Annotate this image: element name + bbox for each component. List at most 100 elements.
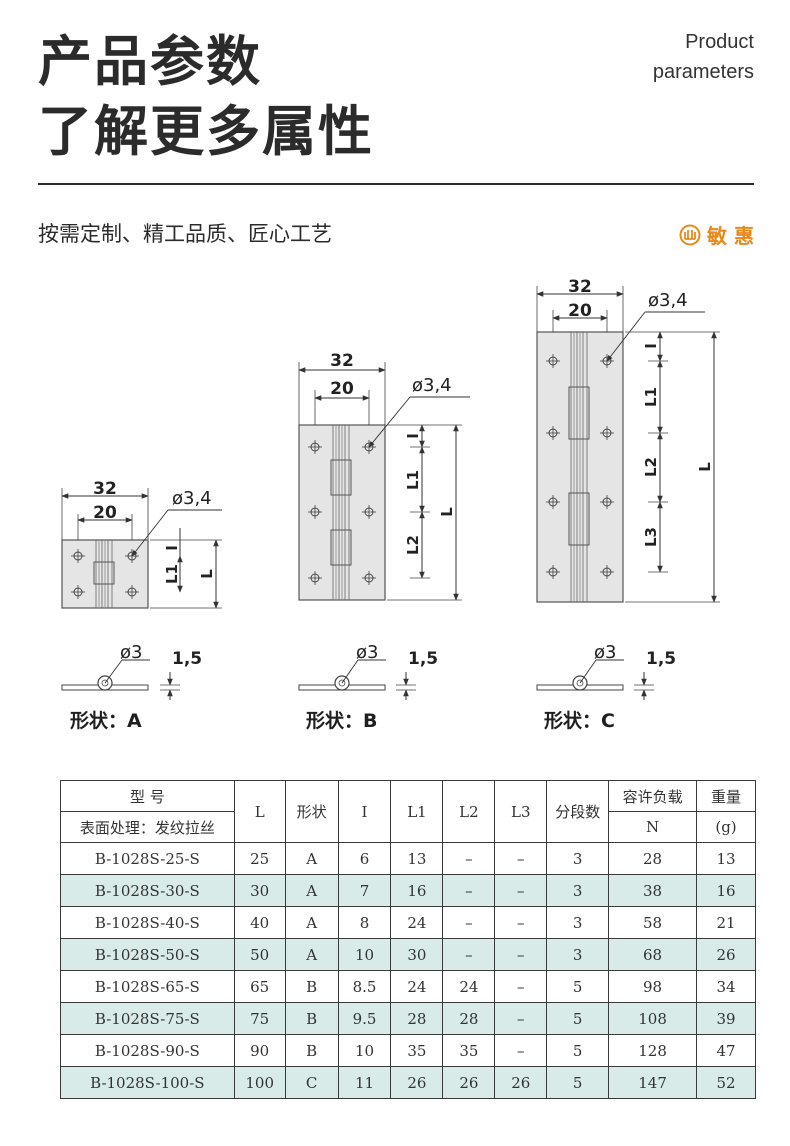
- pin-callout-c: ø3: [594, 642, 616, 663]
- cell-l2: –: [442, 906, 496, 939]
- cell-segments: 5: [546, 970, 610, 1003]
- cell-load: 28: [608, 842, 697, 875]
- drawing-shape-a: 32 20 ø3,4 I L1 L: [61, 479, 222, 609]
- header-l1: L1: [390, 780, 444, 843]
- side-view-a: ø3 1,5: [61, 642, 202, 700]
- cell-l3: –: [494, 1002, 548, 1035]
- cell-l1: 30: [390, 938, 444, 971]
- header-weight-unit: (g): [696, 811, 756, 843]
- tagline: 按需定制、精工品质、匠心工艺: [38, 222, 332, 246]
- page-title-line2: 了解更多属性: [38, 100, 374, 163]
- cell-segments: 5: [546, 1002, 610, 1035]
- cell-load: 147: [608, 1066, 697, 1099]
- dim-l-c: L: [696, 462, 714, 472]
- cell-load: 98: [608, 970, 697, 1003]
- cell-i: 9.5: [337, 1002, 392, 1035]
- cell-l1: 16: [390, 874, 444, 907]
- cell-l: 100: [233, 1066, 286, 1099]
- cell-weight: 13: [696, 842, 756, 875]
- cell-i: 10: [337, 1034, 392, 1067]
- hole-callout-c: ø3,4: [648, 290, 688, 311]
- cell-i: 6: [337, 842, 392, 875]
- thickness-b: 1,5: [408, 649, 438, 669]
- dim-l2-c: L2: [642, 457, 660, 477]
- cell-l2: 35: [442, 1034, 496, 1067]
- drawing-shape-c: 32 20 ø3,4 I L1 L2 L3 L: [536, 277, 720, 603]
- page-title-line1: 产品参数: [38, 30, 262, 93]
- header-load: 容许负载: [608, 780, 697, 812]
- cell-segments: 3: [546, 938, 610, 971]
- cell-l2: 24: [442, 970, 496, 1003]
- cell-shape: A: [284, 906, 339, 939]
- cell-load: 58: [608, 906, 697, 939]
- dim-width-outer-a: 32: [93, 479, 117, 499]
- dim-l-a: L: [198, 569, 216, 579]
- thickness-c: 1,5: [646, 649, 676, 669]
- english-title-line2: parameters: [652, 61, 754, 83]
- cell-l1: 24: [390, 906, 444, 939]
- cell-l2: –: [442, 842, 496, 875]
- cell-l: 90: [233, 1034, 286, 1067]
- dim-l1-c: L1: [642, 387, 660, 407]
- header-l2: L2: [442, 780, 496, 843]
- dim-l3-c: L3: [642, 527, 660, 547]
- table-header-row-2: 表面处理：发纹拉丝 N (g): [60, 811, 756, 843]
- header-i: I: [337, 780, 392, 843]
- dim-i-b: I: [404, 433, 422, 439]
- cell-segments: 5: [546, 1066, 610, 1099]
- dim-width-inner-a: 20: [93, 503, 117, 523]
- cell-weight: 21: [696, 906, 756, 939]
- cell-model: B-1028S-40-S: [60, 906, 235, 939]
- cell-l3: –: [494, 938, 548, 971]
- cell-model: B-1028S-50-S: [60, 938, 235, 971]
- cell-i: 8: [337, 906, 392, 939]
- dim-width-outer-b: 32: [330, 351, 354, 371]
- cell-l3: –: [494, 874, 548, 907]
- cell-segments: 3: [546, 906, 610, 939]
- spec-table: 型 号 L 形状 I L1 L2 L3 分段数 容许负载 重量 表面处理：发纹拉…: [60, 780, 756, 1099]
- cell-l3: –: [494, 906, 548, 939]
- shape-label-a: 形状：A: [70, 710, 142, 732]
- cell-l1: 28: [390, 1002, 444, 1035]
- cell-l: 65: [233, 970, 286, 1003]
- header-l: L: [233, 780, 286, 843]
- side-view-b: ø3 1,5: [298, 642, 438, 700]
- table-header-row: 型 号 L 形状 I L1 L2 L3 分段数 容许负载 重量: [60, 780, 756, 843]
- cell-shape: A: [284, 938, 339, 971]
- cell-model: B-1028S-75-S: [60, 1002, 235, 1035]
- cell-shape: B: [284, 1034, 339, 1067]
- brand-name: 敏 惠: [707, 224, 754, 248]
- cell-l3: 26: [494, 1066, 548, 1099]
- header-divider: [38, 183, 754, 185]
- dim-l1-b: L1: [404, 470, 422, 490]
- cell-i: 8.5: [337, 970, 392, 1003]
- cell-model: B-1028S-25-S: [60, 842, 235, 875]
- cell-load: 108: [608, 1002, 697, 1035]
- cell-l1: 26: [390, 1066, 444, 1099]
- dim-width-inner-b: 20: [330, 379, 354, 399]
- thickness-a: 1,5: [172, 649, 202, 669]
- cell-shape: A: [284, 842, 339, 875]
- dim-width-inner-c: 20: [568, 301, 592, 321]
- header-shape: 形状: [284, 780, 339, 843]
- shape-label-b: 形状：B: [306, 710, 378, 732]
- cell-load: 128: [608, 1034, 697, 1067]
- cell-load: 38: [608, 874, 697, 907]
- header-load-unit: N: [608, 811, 697, 843]
- cell-shape: B: [284, 970, 339, 1003]
- cell-weight: 47: [696, 1034, 756, 1067]
- cell-segments: 3: [546, 874, 610, 907]
- cell-i: 10: [337, 938, 392, 971]
- cell-l2: 28: [442, 1002, 496, 1035]
- drawing-shape-b: 32 20 ø3,4 I L1 L2 L: [298, 351, 470, 601]
- hinge-drawings: 32 20 ø3,4 I L1 L 32 20: [61, 277, 720, 700]
- cell-shape: B: [284, 1002, 339, 1035]
- dim-l2-b: L2: [404, 535, 422, 555]
- cell-load: 68: [608, 938, 697, 971]
